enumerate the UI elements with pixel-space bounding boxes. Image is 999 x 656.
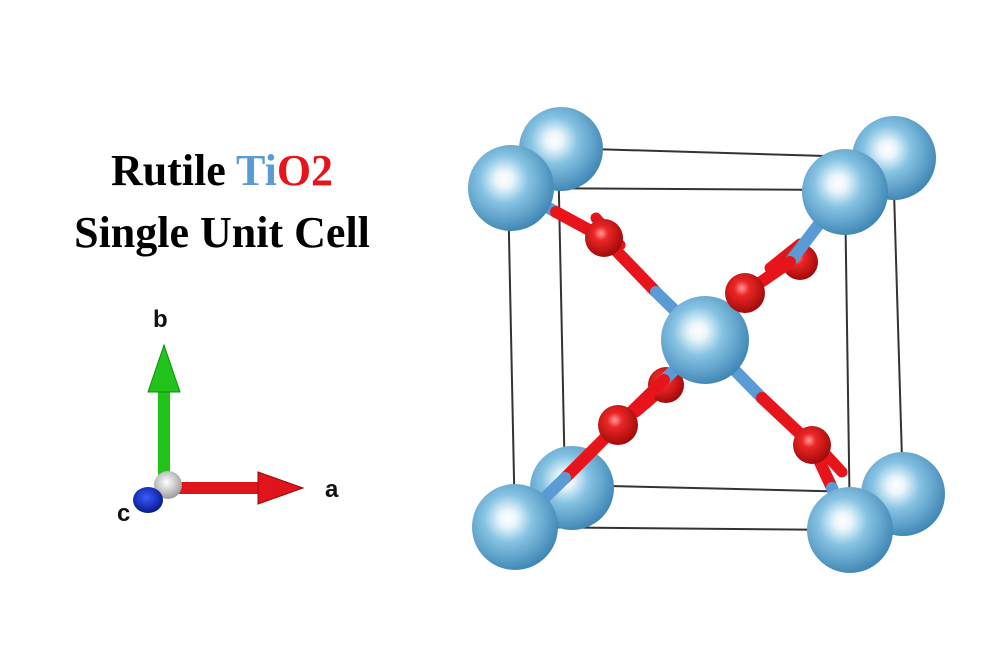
title-word-rutile: Rutile	[110, 146, 237, 195]
axis-triad: b a c	[117, 306, 339, 527]
title-line-1: Rutile TiO2	[22, 140, 422, 202]
cell-edge	[507, 187, 516, 528]
titanium-atom-center	[661, 296, 749, 384]
axis-label-b: b	[153, 306, 168, 333]
cell-edge	[844, 189, 851, 531]
axis-c-arrowhead	[133, 487, 163, 513]
oxygen-atom	[793, 426, 831, 464]
cell-edge	[557, 147, 566, 486]
axis-b-arrowhead	[147, 343, 181, 393]
titanium-atom	[802, 149, 888, 235]
titanium-atom	[472, 484, 558, 570]
titanium-atom	[468, 145, 554, 231]
cell-edge	[892, 157, 904, 494]
diagram-title: Rutile TiO2 Single Unit Cell	[22, 140, 422, 264]
oxygen-atom	[598, 405, 638, 445]
axis-label-a: a	[325, 476, 339, 503]
oxygen-atom	[585, 219, 623, 257]
title-o2: O2	[276, 146, 334, 195]
titanium-atom	[807, 487, 893, 573]
title-line-2: Single Unit Cell	[74, 208, 370, 257]
oxygen-atom	[725, 273, 765, 313]
axis-a-arrowhead	[257, 471, 305, 505]
title-ti: Ti	[236, 146, 277, 195]
axis-origin	[154, 471, 182, 499]
axis-label-c: c	[117, 500, 130, 527]
